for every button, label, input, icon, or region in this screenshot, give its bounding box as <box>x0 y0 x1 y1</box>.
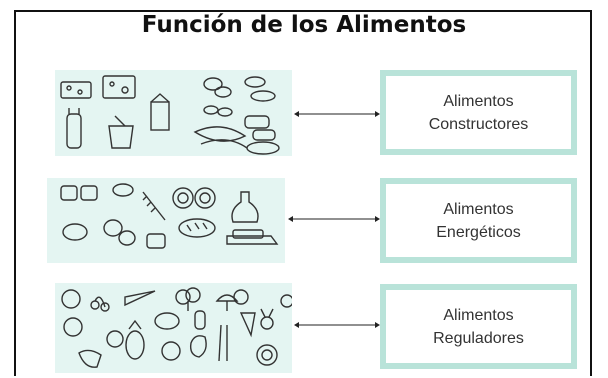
box-energeticos: Alimentos Energéticos <box>380 178 577 263</box>
milk-carton-icon <box>150 93 170 131</box>
asparagus-icon <box>218 324 228 362</box>
box-constructores: Alimentos Constructores <box>380 70 577 155</box>
carrot-icon <box>124 290 256 338</box>
eggs-icon <box>203 77 233 117</box>
cabbage-icon <box>78 344 278 368</box>
butter-icon <box>226 229 279 245</box>
box-label-line1: Alimentos <box>443 306 514 324</box>
pepper-icon <box>189 310 207 358</box>
box-label-line2: Constructores <box>428 115 529 133</box>
apple-icon <box>61 289 181 361</box>
page-title: Función de los Alimentos <box>141 12 467 38</box>
box-label-line2: Reguladores <box>433 329 524 347</box>
oil-bottle-icon <box>231 191 259 223</box>
arrow-energeticos <box>288 216 380 222</box>
fish-icon <box>193 126 248 149</box>
arrow-reguladores <box>294 322 380 328</box>
milk-bottle-icon <box>66 108 82 149</box>
wheat-icon <box>142 191 166 221</box>
panel-energeticos <box>47 178 285 263</box>
panel-constructores <box>55 70 292 156</box>
bread-icon <box>146 218 216 249</box>
sausage-icon <box>244 76 276 102</box>
chicken-icon <box>246 141 280 155</box>
panel-reguladores <box>55 283 292 373</box>
cheese-icon <box>60 75 136 99</box>
page-frame <box>14 10 592 376</box>
box-label-line1: Alimentos <box>443 92 514 110</box>
box-label-line2: Energéticos <box>436 223 521 241</box>
meat-icon <box>244 115 276 141</box>
radish-icon <box>260 294 292 330</box>
mushroom-icon <box>215 289 249 311</box>
cherry-icon <box>90 296 110 312</box>
box-reguladores: Alimentos Reguladores <box>380 284 577 369</box>
yogurt-icon <box>108 115 134 149</box>
potato-icon <box>62 219 136 246</box>
pineapple-icon <box>125 312 180 360</box>
arrow-constructores <box>294 111 380 117</box>
pasta-icon <box>172 187 216 209</box>
box-label-line1: Alimentos <box>443 200 514 218</box>
broccoli-icon <box>106 287 201 348</box>
grain-icon <box>60 183 134 201</box>
